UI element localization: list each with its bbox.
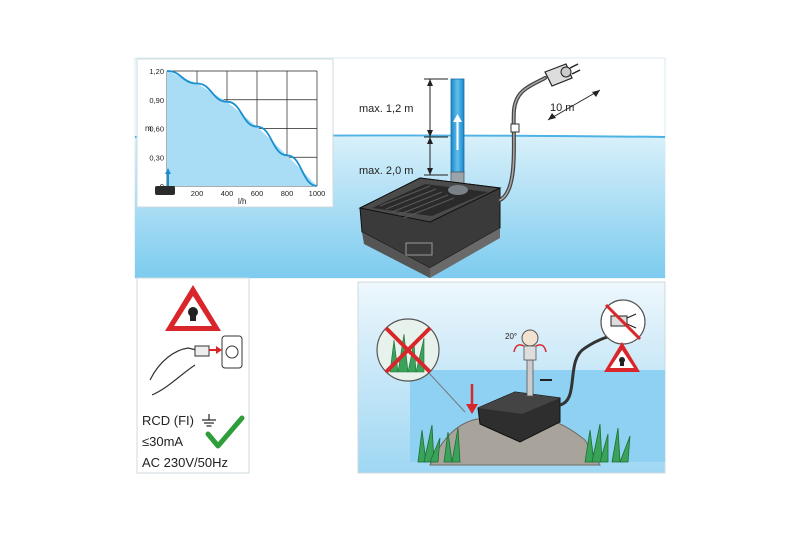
ground-symbol-icon [202, 414, 216, 427]
x-tick-label: 400 [221, 189, 234, 198]
chart-area-fill [167, 71, 317, 186]
x-axis-label: l/h [238, 197, 246, 206]
depth-label: max. 2,0 m [359, 165, 413, 177]
plug-icon [544, 63, 581, 87]
y-axis-label: m [145, 124, 152, 133]
chart-curve [166, 70, 318, 187]
placement-panel: 20° [357, 281, 666, 474]
pond-plants [417, 423, 631, 463]
y-tick-label: 1,20 [149, 67, 164, 76]
small-pump-unit [477, 329, 621, 443]
flow-curve-line [166, 70, 318, 187]
safety-panel: RCD (FI) ≤30mA AC 230V/50Hz [136, 277, 250, 474]
no-plug-in-water-icon [600, 299, 646, 345]
cable-length-label: 10 m [550, 102, 574, 114]
current-label: ≤30mA [142, 434, 183, 449]
warning-triangle-icon [165, 285, 221, 331]
x-tick-label: 200 [191, 189, 204, 198]
x-tick-label: 800 [281, 189, 294, 198]
y-tick-label: 0,90 [149, 96, 164, 105]
voltage-label: AC 230V/50Hz [142, 455, 228, 470]
y-tick-label: 0,60 [149, 125, 164, 134]
angle-label: 20° [505, 332, 517, 341]
hand-plug-icon [149, 335, 243, 396]
rcd-label: RCD (FI) [142, 413, 194, 428]
measurement-lines: max. 1,2 m max. 2,0 m [359, 78, 448, 177]
height-above-label: max. 1,2 m [359, 103, 413, 115]
warning-triangle-icon-right [604, 342, 640, 372]
x-tick-label: 1000 [309, 189, 326, 198]
no-plants-icon [376, 318, 466, 413]
down-arrow-icon [466, 384, 478, 414]
mini-pump-icon [155, 168, 175, 195]
fountain-pipe [450, 78, 465, 195]
power-cable: 10 m [498, 63, 601, 202]
pump-unit [358, 177, 502, 278]
y-tick-label: 0,30 [149, 153, 164, 162]
x-tick-label: 600 [251, 189, 264, 198]
checkmark-icon [205, 415, 245, 449]
